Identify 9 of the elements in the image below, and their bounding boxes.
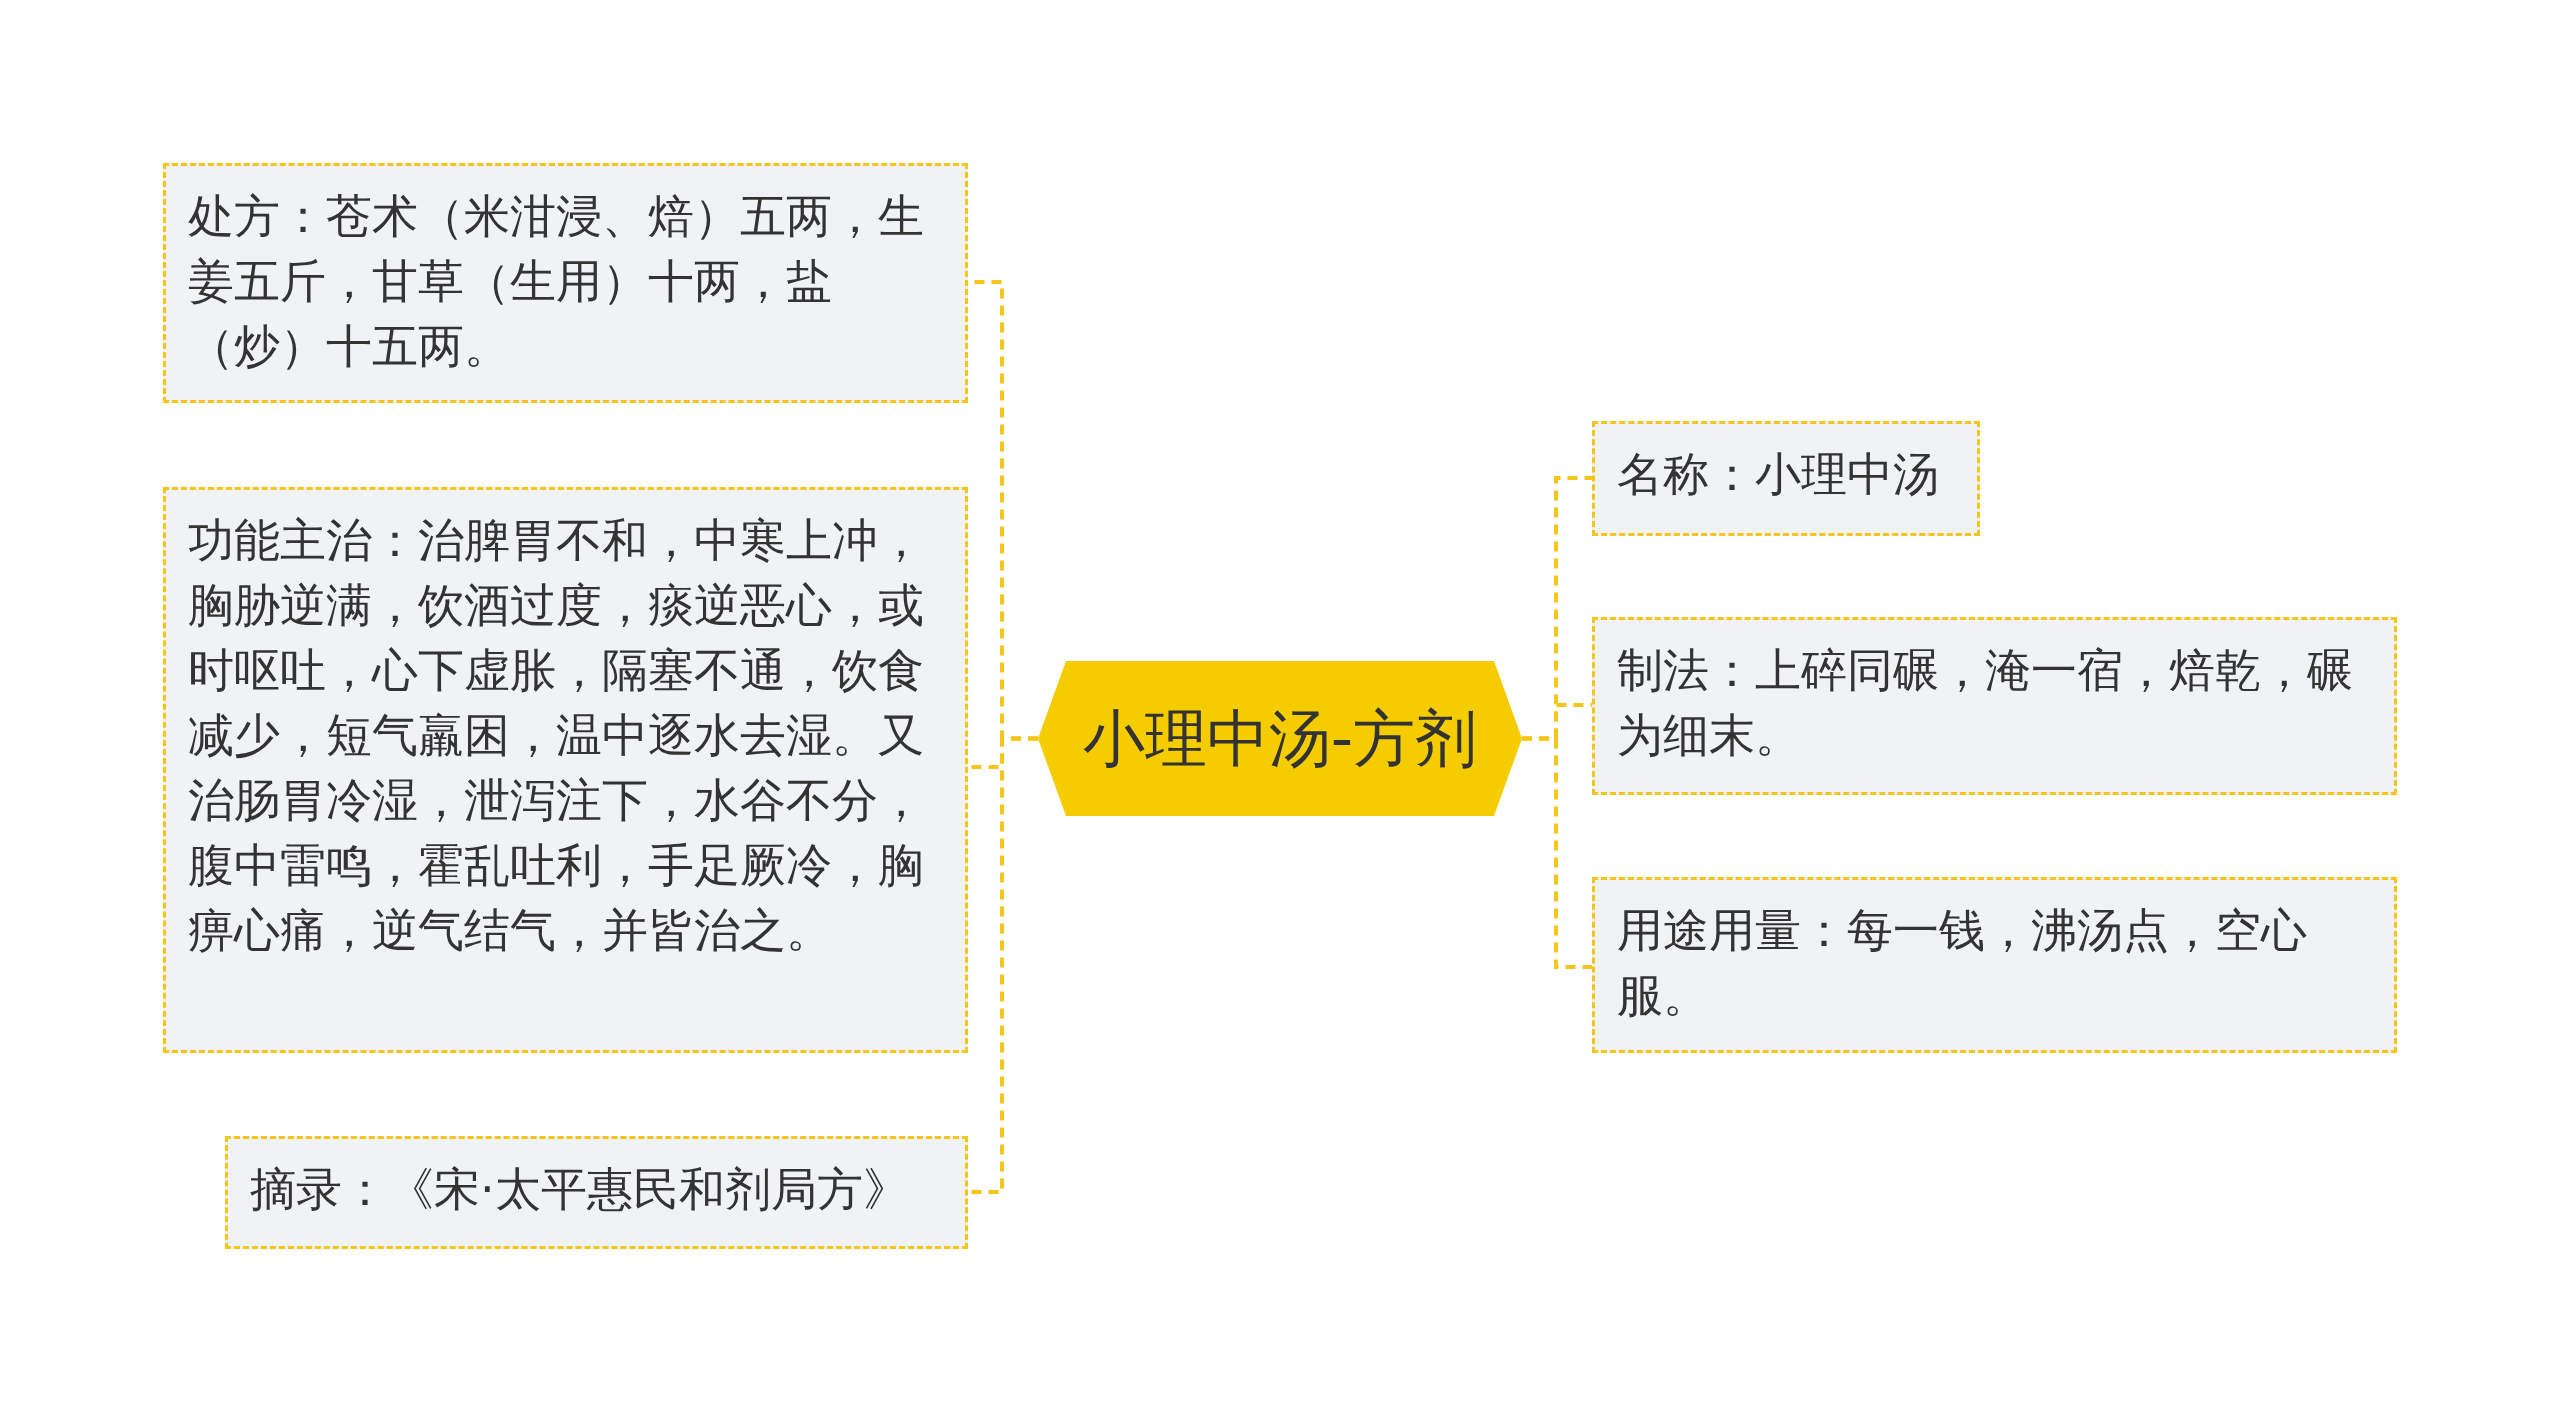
topic-hexagon: [1038, 661, 1522, 816]
text-box: 制法：上碎同碾，淹一宿，焙乾，碾为细末。: [1592, 617, 2397, 795]
connector-line: [1522, 736, 1592, 969]
text-box: 摘录：《宋·太平惠民和剂局方》: [225, 1136, 968, 1249]
text-box: 功能主治：治脾胃不和，中寒上冲，胸胁逆满，饮酒过度，痰逆恶心，或时呕吐，心下虚胀，隔塞不通，饮食减少，短气羸困，温中逐水去湿。又治肠胃冷湿，泄泻注下，水谷不分，腹中雷鸣，霍乱吐利，手足厥冷，胸痹心痛，逆气结气，并皆治之。: [163, 487, 968, 1053]
topic-text: 小理中汤-方剂: [1082, 700, 1478, 777]
text-box: 用途用量：每一钱，沸汤点，空心服。: [1592, 877, 2397, 1053]
text-box: 处方：苍术（米泔浸、焙）五两，生姜五斤，甘草（生用）十两，盐（炒）十五两。: [163, 163, 968, 403]
text-box: 名称：小理中汤: [1592, 421, 1980, 536]
